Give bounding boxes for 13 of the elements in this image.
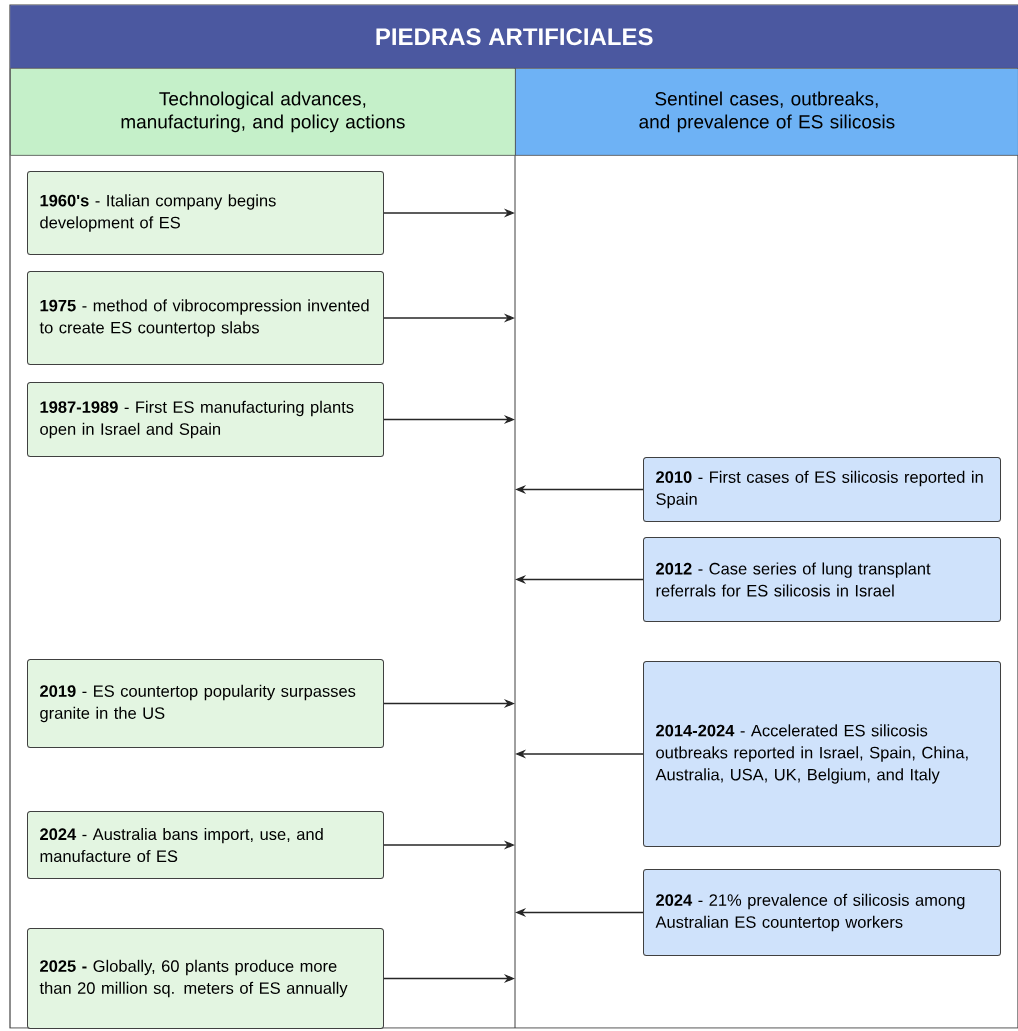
- event-box: 1987-1989 - First ES manufacturing plants open in Israel and Spain: [27, 382, 384, 457]
- event-box: 2012 - Case series of lung transplant referrals for ES silicosis in Israel: [643, 537, 1001, 622]
- title-banner: PIEDRAS ARTIFICIALES: [10, 5, 1018, 69]
- event-box: 1975 - method of vibrocompression invented to create ES countertop slabs: [27, 271, 384, 365]
- event-box: 1960's - Italian company begins development of ES: [27, 171, 384, 255]
- header-cell: Sentinel cases, outbreaks, and prevalence of ES silicosis: [515, 68, 1018, 156]
- event-box: 2014-2024 - Accelerated ES silicosis outbreaks reported in Israel, Spain, China, Australia, USA, UK, Belgium, and Italy: [643, 661, 1001, 847]
- event-box: 2025 - Globally, 60 plants produce more than 20 million sq. meters of ES annually: [27, 928, 384, 1029]
- event-box: 2024 - Australia bans import, use, and manufacture of ES: [27, 811, 384, 879]
- event-box: 2019 - ES countertop popularity surpasses granite in the US: [27, 659, 384, 748]
- event-box: 2024 - 21% prevalence of silicosis among Australian ES countertop workers: [643, 869, 1001, 956]
- event-box: 2010 - First cases of ES silicosis reported in Spain: [643, 457, 1001, 522]
- header-cell: Technological advances, manufacturing, and policy actions: [10, 68, 516, 156]
